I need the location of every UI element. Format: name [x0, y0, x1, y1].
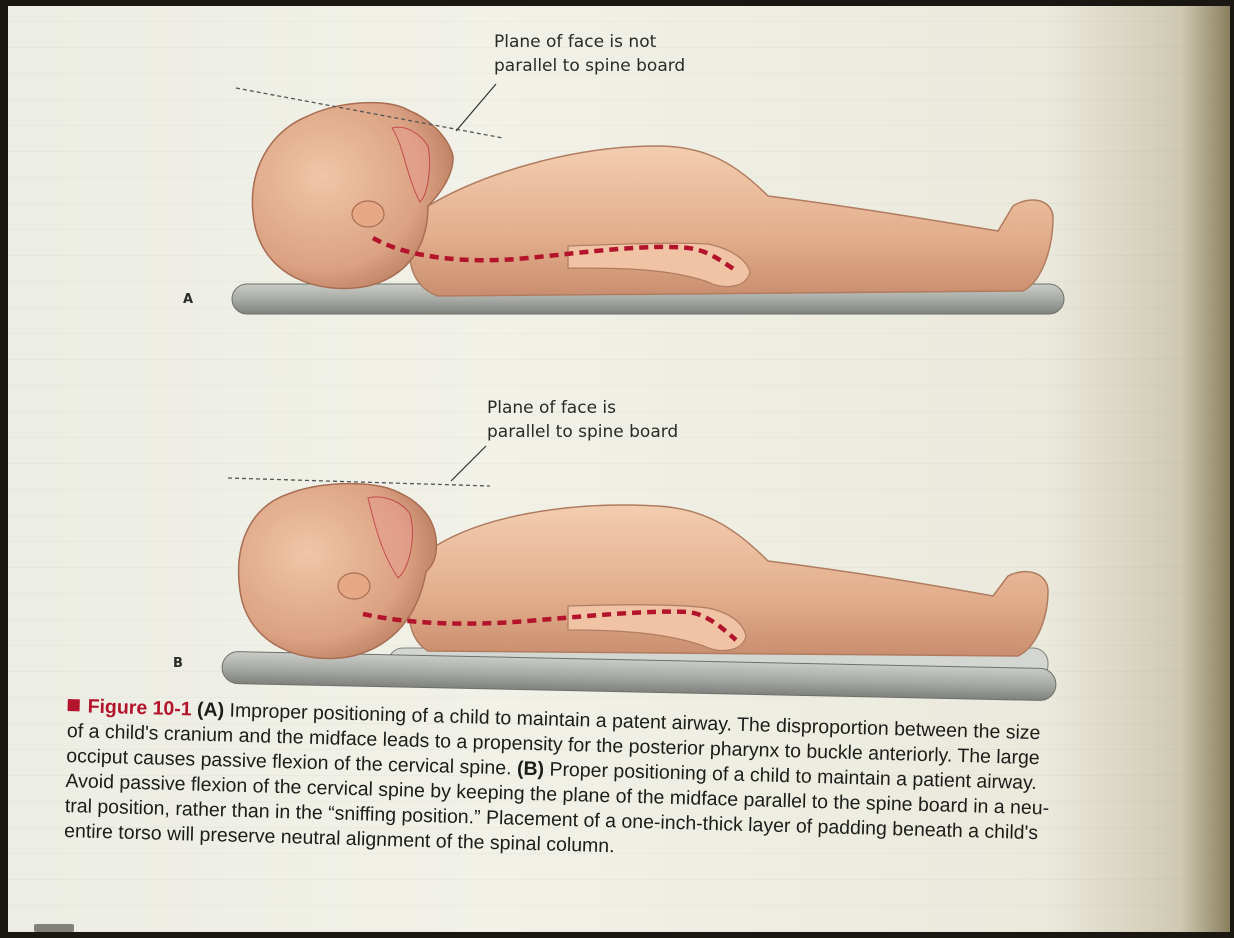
part-b-marker: (B) — [517, 758, 545, 781]
caption-marker-square-icon — [68, 699, 80, 711]
child-ear-a — [352, 201, 384, 227]
part-a-marker: (A) — [197, 699, 225, 722]
panel-a-illustration — [232, 84, 1064, 314]
callout-leader-b — [451, 446, 486, 481]
callout-leader-a — [456, 84, 496, 131]
textbook-page: Plane of face is not parallel to spine b… — [8, 6, 1230, 932]
panel-b-illustration — [222, 446, 1056, 701]
callout-text-a: Plane of face is not parallel to spine b… — [494, 30, 685, 78]
child-ear-b — [338, 573, 370, 599]
figure-caption: Figure 10-1 (A) Improper positioning of … — [64, 694, 1218, 876]
panel-label-a: A — [183, 292, 193, 307]
callout-text-b: Plane of face is parallel to spine board — [487, 396, 678, 444]
figure-illustration — [8, 6, 1230, 706]
figure-number: Figure 10-1 — [87, 696, 192, 721]
panel-label-b: B — [173, 656, 183, 671]
next-text-fragment — [34, 924, 74, 932]
